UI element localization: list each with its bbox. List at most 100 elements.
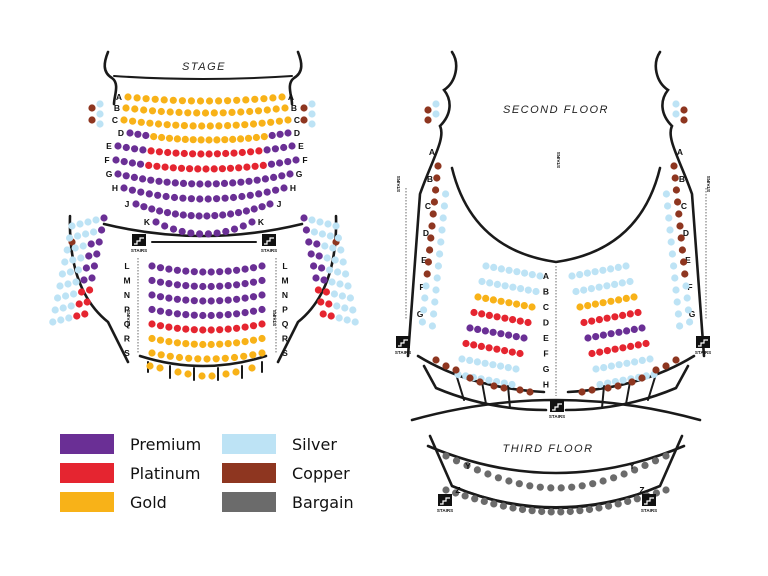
seat-silver[interactable] bbox=[618, 279, 626, 287]
seat-silver[interactable] bbox=[458, 355, 466, 363]
seat-platinum[interactable] bbox=[493, 345, 501, 353]
seat-silver[interactable] bbox=[308, 110, 316, 118]
seat-bargain[interactable] bbox=[585, 505, 594, 514]
seat-copper[interactable] bbox=[430, 198, 438, 206]
seat-platinum[interactable] bbox=[86, 286, 94, 294]
seat-premium[interactable] bbox=[266, 200, 274, 208]
seat-premium[interactable] bbox=[239, 222, 247, 230]
seat-gold[interactable] bbox=[237, 108, 245, 116]
seat-bargain[interactable] bbox=[620, 470, 628, 478]
seat-premium[interactable] bbox=[248, 218, 256, 226]
seat-bargain[interactable] bbox=[631, 466, 639, 474]
seat-silver[interactable] bbox=[438, 226, 446, 234]
seat-premium[interactable] bbox=[173, 310, 181, 318]
seat-platinum[interactable] bbox=[224, 325, 232, 333]
seat-silver[interactable] bbox=[580, 286, 588, 294]
seat-premium[interactable] bbox=[315, 252, 323, 260]
seat-platinum[interactable] bbox=[588, 349, 596, 358]
seat-premium[interactable] bbox=[100, 214, 108, 222]
seat-premium[interactable] bbox=[258, 291, 266, 299]
seat-platinum[interactable] bbox=[75, 300, 83, 308]
seat-gold[interactable] bbox=[233, 339, 241, 347]
seat-gold[interactable] bbox=[260, 133, 268, 141]
seat-silver[interactable] bbox=[96, 100, 104, 108]
seat-gold[interactable] bbox=[156, 336, 165, 344]
seat-silver[interactable] bbox=[332, 222, 340, 230]
seat-silver[interactable] bbox=[420, 306, 428, 314]
seat-platinum[interactable] bbox=[249, 322, 258, 330]
seat-bargain[interactable] bbox=[578, 482, 586, 490]
seat-platinum[interactable] bbox=[218, 165, 226, 173]
seat-gold[interactable] bbox=[230, 353, 239, 362]
seat-copper[interactable] bbox=[466, 374, 474, 382]
seat-premium[interactable] bbox=[263, 188, 271, 196]
seat-silver[interactable] bbox=[351, 318, 359, 326]
seat-gold[interactable] bbox=[122, 104, 130, 112]
seat-gold[interactable] bbox=[229, 135, 237, 143]
seat-silver[interactable] bbox=[432, 100, 440, 108]
seat-silver[interactable] bbox=[595, 283, 603, 291]
seat-silver[interactable] bbox=[68, 222, 76, 230]
seat-premium[interactable] bbox=[229, 193, 238, 202]
seat-silver[interactable] bbox=[572, 287, 580, 296]
seat-silver[interactable] bbox=[508, 380, 516, 389]
seat-premium[interactable] bbox=[276, 159, 284, 167]
seat-premium[interactable] bbox=[599, 331, 608, 339]
seat-silver[interactable] bbox=[513, 268, 521, 276]
seat-premium[interactable] bbox=[154, 191, 162, 199]
seat-bargain[interactable] bbox=[452, 489, 460, 497]
seat-premium[interactable] bbox=[216, 311, 224, 319]
seat-platinum[interactable] bbox=[327, 312, 335, 320]
seat-premium[interactable] bbox=[130, 173, 138, 181]
seat-premium[interactable] bbox=[162, 192, 170, 201]
seat-silver[interactable] bbox=[428, 322, 436, 330]
seat-gold[interactable] bbox=[249, 120, 258, 128]
seat-platinum[interactable] bbox=[210, 165, 218, 173]
seat-bargain[interactable] bbox=[526, 482, 534, 490]
seat-gold[interactable] bbox=[212, 355, 220, 363]
seat-gold[interactable] bbox=[284, 116, 292, 124]
seat-copper[interactable] bbox=[671, 174, 679, 182]
seat-gold[interactable] bbox=[251, 95, 259, 103]
seat-premium[interactable] bbox=[584, 334, 592, 342]
seat-premium[interactable] bbox=[284, 158, 292, 166]
seat-platinum[interactable] bbox=[524, 318, 532, 327]
seat-premium[interactable] bbox=[190, 268, 198, 276]
seat-premium[interactable] bbox=[512, 333, 520, 341]
seat-premium[interactable] bbox=[229, 179, 237, 187]
seat-gold[interactable] bbox=[148, 334, 156, 343]
seat-gold[interactable] bbox=[252, 133, 260, 142]
seat-silver[interactable] bbox=[54, 294, 62, 302]
seat-copper[interactable] bbox=[428, 222, 436, 230]
seat-gold[interactable] bbox=[169, 96, 177, 104]
seat-gold[interactable] bbox=[206, 122, 214, 130]
seat-silver[interactable] bbox=[607, 362, 616, 370]
seat-silver[interactable] bbox=[684, 306, 693, 314]
seat-silver[interactable] bbox=[316, 218, 324, 226]
seat-copper[interactable] bbox=[88, 104, 96, 112]
seat-premium[interactable] bbox=[179, 194, 187, 202]
seat-silver[interactable] bbox=[326, 232, 334, 240]
seat-silver[interactable] bbox=[51, 306, 59, 314]
seat-gold[interactable] bbox=[267, 118, 275, 126]
seat-silver[interactable] bbox=[76, 220, 84, 228]
seat-gold[interactable] bbox=[622, 294, 630, 302]
seat-platinum[interactable] bbox=[226, 164, 235, 172]
seat-silver[interactable] bbox=[90, 228, 98, 236]
seat-premium[interactable] bbox=[224, 296, 232, 304]
seat-silver[interactable] bbox=[96, 120, 104, 128]
seat-platinum[interactable] bbox=[186, 165, 194, 173]
seat-silver[interactable] bbox=[349, 306, 357, 314]
seat-premium[interactable] bbox=[147, 176, 155, 184]
seat-premium[interactable] bbox=[112, 156, 120, 164]
seat-premium[interactable] bbox=[120, 184, 128, 192]
seat-silver[interactable] bbox=[92, 216, 100, 224]
seat-premium[interactable] bbox=[173, 295, 181, 303]
seat-premium[interactable] bbox=[222, 227, 230, 236]
seat-premium[interactable] bbox=[196, 195, 204, 203]
seat-premium[interactable] bbox=[258, 305, 266, 314]
seat-platinum[interactable] bbox=[259, 161, 267, 169]
seat-platinum[interactable] bbox=[169, 164, 177, 172]
seat-copper[interactable] bbox=[674, 198, 682, 206]
seat-premium[interactable] bbox=[245, 177, 253, 185]
